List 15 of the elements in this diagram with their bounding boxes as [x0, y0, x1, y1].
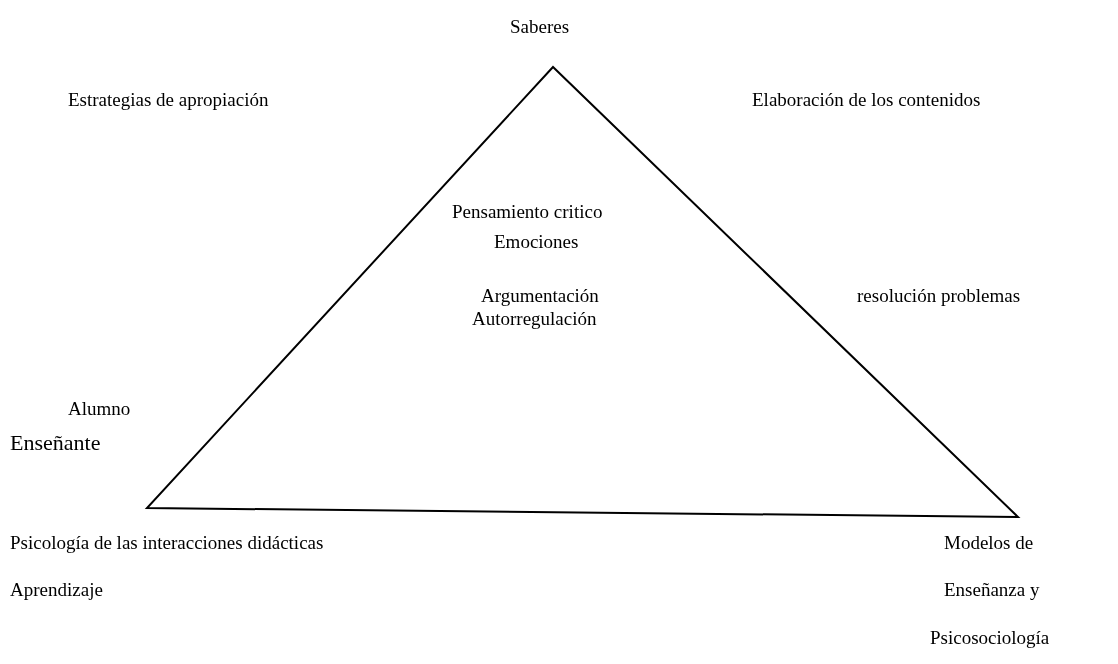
label-text: resolución problemas [857, 284, 1021, 308]
label-text: Argumentación [481, 284, 599, 308]
label-text: Elaboración de los contenidos [752, 88, 981, 112]
label-text: Autorregulación [472, 307, 597, 331]
label-text: Emociones [494, 230, 579, 254]
label-text: Saberes [510, 15, 570, 39]
label-text: Aprendizaje [10, 578, 103, 602]
label-text: Estrategias de apropiación [68, 88, 269, 112]
label-text: Psicología de las interacciones didácticas [10, 531, 324, 555]
label-text: Modelos de [944, 531, 1034, 555]
label-text: Alumno [68, 397, 131, 421]
label-text: Psicosociología [930, 626, 1050, 650]
label-text: Enseñanza y [944, 578, 1040, 602]
label-text: Enseñante [10, 431, 101, 455]
label-text: Pensamiento critico [452, 200, 603, 224]
